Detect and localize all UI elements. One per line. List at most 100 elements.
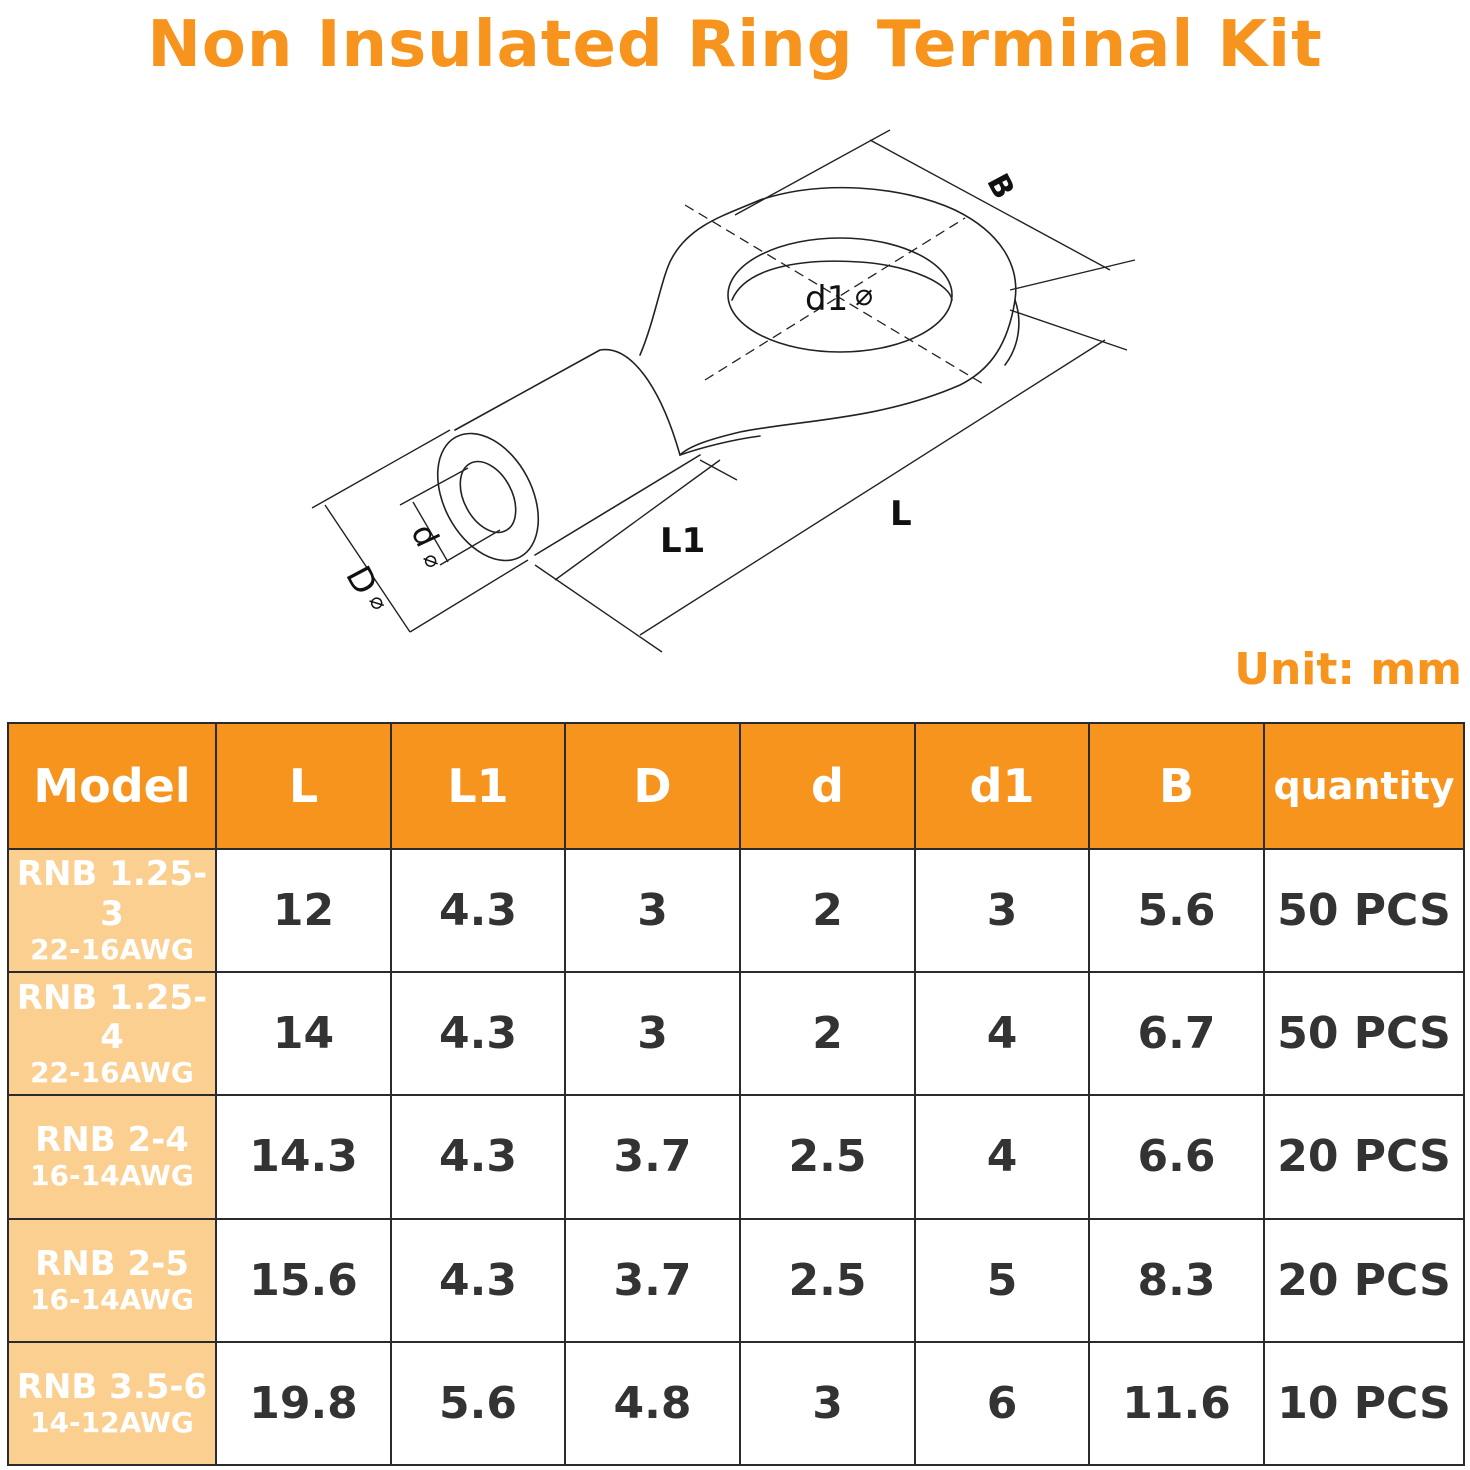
model-cell: RNB 2-5 16-14AWG xyxy=(7,1217,217,1343)
barrel-top xyxy=(454,348,681,456)
cell-small-d: 3 xyxy=(739,1340,916,1467)
dim-d-line xyxy=(324,504,411,633)
cell-small-d: 2.5 xyxy=(739,1094,916,1220)
cell-b: 5.6 xyxy=(1088,847,1265,974)
cell-d1: 4 xyxy=(914,971,1090,1097)
model-awg: 16-14AWG xyxy=(30,1282,194,1316)
page-title: Non Insulated Ring Terminal Kit xyxy=(147,8,1323,82)
table-row: RNB 1.25-4 22-16AWG 14 4.3 3 2 4 6.7 50 … xyxy=(7,971,1465,1097)
cell-quantity: 50 PCS xyxy=(1263,847,1465,974)
header-l: L xyxy=(215,722,392,850)
cell-l1: 4.3 xyxy=(390,971,566,1097)
model-cell: RNB 3.5-6 14-12AWG xyxy=(7,1340,217,1467)
header-d: D xyxy=(564,722,741,850)
table-row: RNB 2-4 16-14AWG 14.3 4.3 3.7 2.5 4 6.6 … xyxy=(7,1094,1465,1220)
cell-d: 3.7 xyxy=(564,1094,741,1220)
cell-l: 14 xyxy=(215,971,392,1097)
cell-l1: 4.3 xyxy=(390,1217,566,1343)
cell-small-d: 2 xyxy=(739,847,916,974)
dim-l1-line xyxy=(554,459,721,581)
ring-edge-thickness xyxy=(1004,299,1020,366)
cell-l1: 5.6 xyxy=(390,1340,566,1467)
model-awg: 14-12AWG xyxy=(30,1405,194,1439)
ring-terminal-drawing: B d1 ⌀ L L1 d ⌀ D ⌀ xyxy=(311,129,1136,653)
cell-d: 3 xyxy=(564,847,741,974)
model-awg: 22-16AWG xyxy=(30,1055,194,1089)
label-small-d-diameter: ⌀ xyxy=(417,549,445,572)
centerline-2 xyxy=(704,217,966,381)
dim-b-ext-1 xyxy=(734,129,891,216)
cell-d1: 6 xyxy=(914,1340,1090,1467)
cell-d1: 5 xyxy=(914,1217,1090,1343)
header-small-d: d xyxy=(739,722,916,850)
cell-l1: 4.3 xyxy=(390,1094,566,1220)
cell-l: 15.6 xyxy=(215,1217,392,1343)
dim-b-line xyxy=(869,139,1111,271)
dim-d-ext-2 xyxy=(409,559,529,633)
cell-quantity: 50 PCS xyxy=(1263,971,1465,1097)
header-b: B xyxy=(1088,722,1265,850)
dim-l1-ext xyxy=(699,459,738,481)
ring-hole xyxy=(727,237,953,353)
ring-outer-outline xyxy=(639,186,1017,456)
barrel-bottom xyxy=(534,454,701,556)
label-b: B xyxy=(979,168,1021,205)
dim-d-small-line xyxy=(412,501,449,563)
header-model: Model xyxy=(7,722,217,850)
barrel-inner-opening xyxy=(459,460,517,534)
dim-d-small-ext-1 xyxy=(399,467,469,506)
dim-l-line xyxy=(639,339,1106,636)
cell-quantity: 20 PCS xyxy=(1263,1217,1465,1343)
cell-d: 4.8 xyxy=(564,1340,741,1467)
ring-hole-inner xyxy=(731,260,953,301)
cell-small-d: 2.5 xyxy=(739,1217,916,1343)
dim-d-small-ext-2 xyxy=(439,529,501,566)
cell-d1: 4 xyxy=(914,1094,1090,1220)
header-l1: L1 xyxy=(390,722,566,850)
cell-b: 11.6 xyxy=(1088,1340,1265,1467)
model-awg: 16-14AWG xyxy=(30,1159,194,1193)
model-cell: RNB 1.25-3 22-16AWG xyxy=(7,847,217,974)
table-row: RNB 3.5-6 14-12AWG 19.8 5.6 4.8 3 6 11.6… xyxy=(7,1340,1465,1467)
model-awg: 22-16AWG xyxy=(30,932,194,966)
spec-table: Model L L1 D d d1 B quantity RNB 1.25-3 … xyxy=(7,722,1465,1467)
barrel-outer-opening xyxy=(436,432,540,562)
model-name: RNB 3.5-6 xyxy=(16,1366,208,1407)
model-name: RNB 1.25-4 xyxy=(16,977,208,1057)
label-big-d-diameter: ⌀ xyxy=(363,591,391,614)
cell-l1: 4.3 xyxy=(390,847,566,974)
header-quantity: quantity xyxy=(1263,722,1465,850)
cell-b: 6.7 xyxy=(1088,971,1265,1097)
label-d1-diameter: ⌀ xyxy=(855,278,873,313)
label-l1: L1 xyxy=(660,521,705,561)
cell-small-d: 2 xyxy=(739,971,916,1097)
dim-l-ext-1 xyxy=(1009,309,1128,351)
model-name: RNB 2-4 xyxy=(35,1120,189,1161)
cell-b: 8.3 xyxy=(1088,1217,1265,1343)
model-cell: RNB 2-4 16-14AWG xyxy=(7,1094,217,1220)
cell-l: 14.3 xyxy=(215,1094,392,1220)
model-name: RNB 2-5 xyxy=(35,1243,189,1284)
dim-b-ext-2 xyxy=(1009,259,1136,291)
dim-d-ext-1 xyxy=(311,429,451,509)
label-l: L xyxy=(890,494,912,534)
header-d1: d1 xyxy=(914,722,1090,850)
cell-b: 6.6 xyxy=(1088,1094,1265,1220)
cell-l: 12 xyxy=(215,847,392,974)
model-cell: RNB 1.25-4 22-16AWG xyxy=(7,971,217,1097)
ring-terminal-diagram: B d1 ⌀ L L1 d ⌀ D ⌀ xyxy=(0,95,1470,670)
cell-d: 3 xyxy=(564,971,741,1097)
unit-label: Unit: mm xyxy=(1234,644,1462,695)
cell-quantity: 20 PCS xyxy=(1263,1094,1465,1220)
label-d1: d1 xyxy=(805,279,848,319)
model-name: RNB 1.25-3 xyxy=(16,854,208,934)
ring-lower-edge xyxy=(679,435,761,456)
cell-d: 3.7 xyxy=(564,1217,741,1343)
table-row: RNB 2-5 16-14AWG 15.6 4.3 3.7 2.5 5 8.3 … xyxy=(7,1217,1465,1343)
cell-l: 19.8 xyxy=(215,1340,392,1467)
cell-d1: 3 xyxy=(914,847,1090,974)
cell-quantity: 10 PCS xyxy=(1263,1340,1465,1467)
table-row: RNB 1.25-3 22-16AWG 12 4.3 3 2 3 5.6 50 … xyxy=(7,847,1465,974)
dim-l-ext-2 xyxy=(534,564,663,653)
table-header-row: Model L L1 D d d1 B quantity xyxy=(7,722,1465,850)
